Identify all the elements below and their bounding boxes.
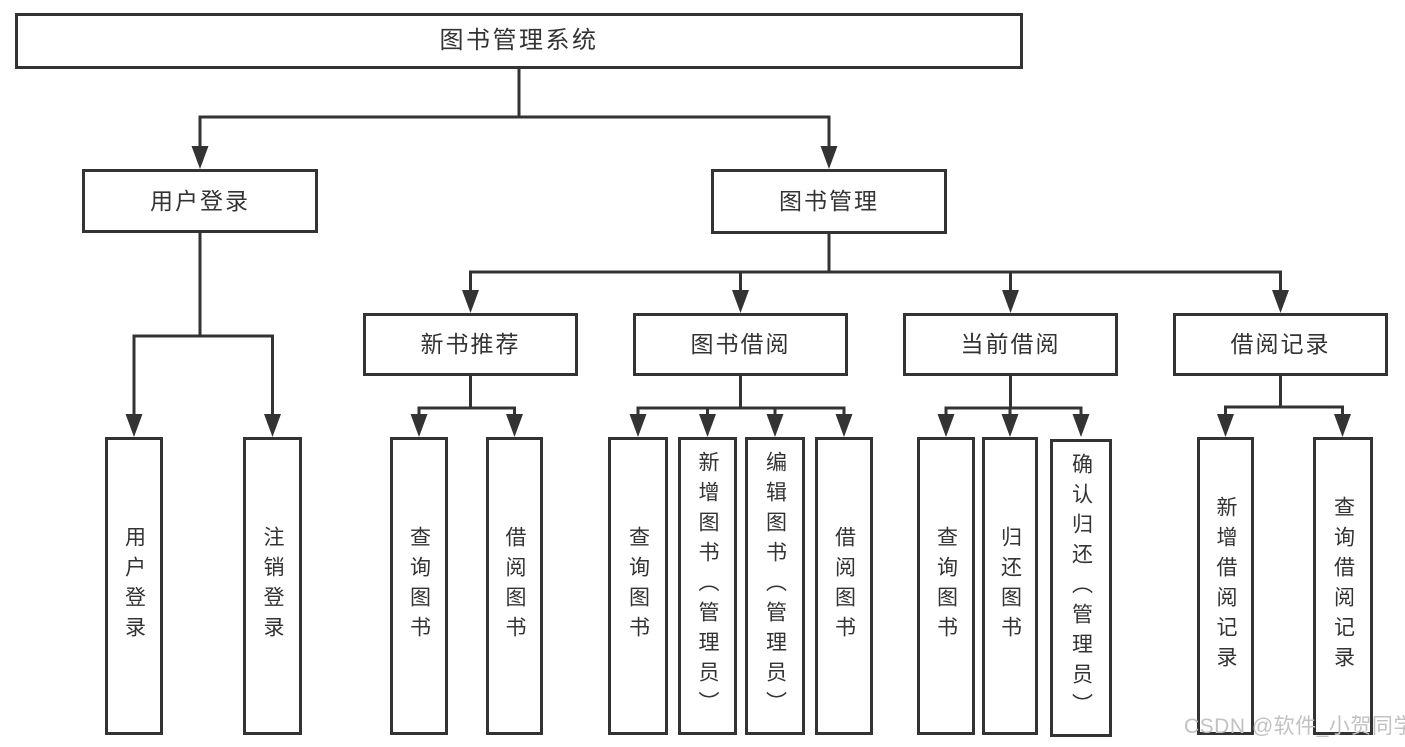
node-leaf-query-books-borrow: 查询图书: [608, 437, 668, 735]
node-book-management: 图书管理: [711, 169, 947, 234]
node-leaf-logout: 注销登录: [243, 437, 302, 735]
node-new-book-recommend: 新书推荐: [363, 313, 578, 376]
node-leaf-edit-book-admin: 编辑图书（管理员）: [745, 437, 805, 735]
node-leaf-borrow-books-recommend: 借阅图书: [486, 437, 543, 735]
node-leaf-borrow-books: 借阅图书: [815, 437, 873, 735]
watermark: CSDN @软件_小贺同学: [1184, 715, 1405, 738]
node-leaf-add-book-admin: 新增图书（管理员）: [678, 437, 737, 735]
node-user-login: 用户登录: [82, 169, 318, 233]
node-leaf-query-books-current: 查询图书: [917, 437, 975, 735]
node-leaf-return-book: 归还图书: [982, 437, 1038, 735]
node-leaf-query-books-recommend: 查询图书: [390, 437, 448, 735]
node-leaf-confirm-return-admin: 确认归还（管理员）: [1050, 439, 1112, 737]
node-current-borrow: 当前借阅: [903, 313, 1118, 376]
node-leaf-add-borrow-record: 新增借阅记录: [1197, 437, 1254, 735]
node-borrow-records: 借阅记录: [1173, 313, 1388, 376]
node-book-borrow: 图书借阅: [633, 313, 848, 376]
node-leaf-user-login: 用户登录: [105, 437, 163, 735]
node-leaf-query-borrow-record: 查询借阅记录: [1313, 437, 1373, 735]
node-library-system: 图书管理系统: [15, 13, 1023, 69]
